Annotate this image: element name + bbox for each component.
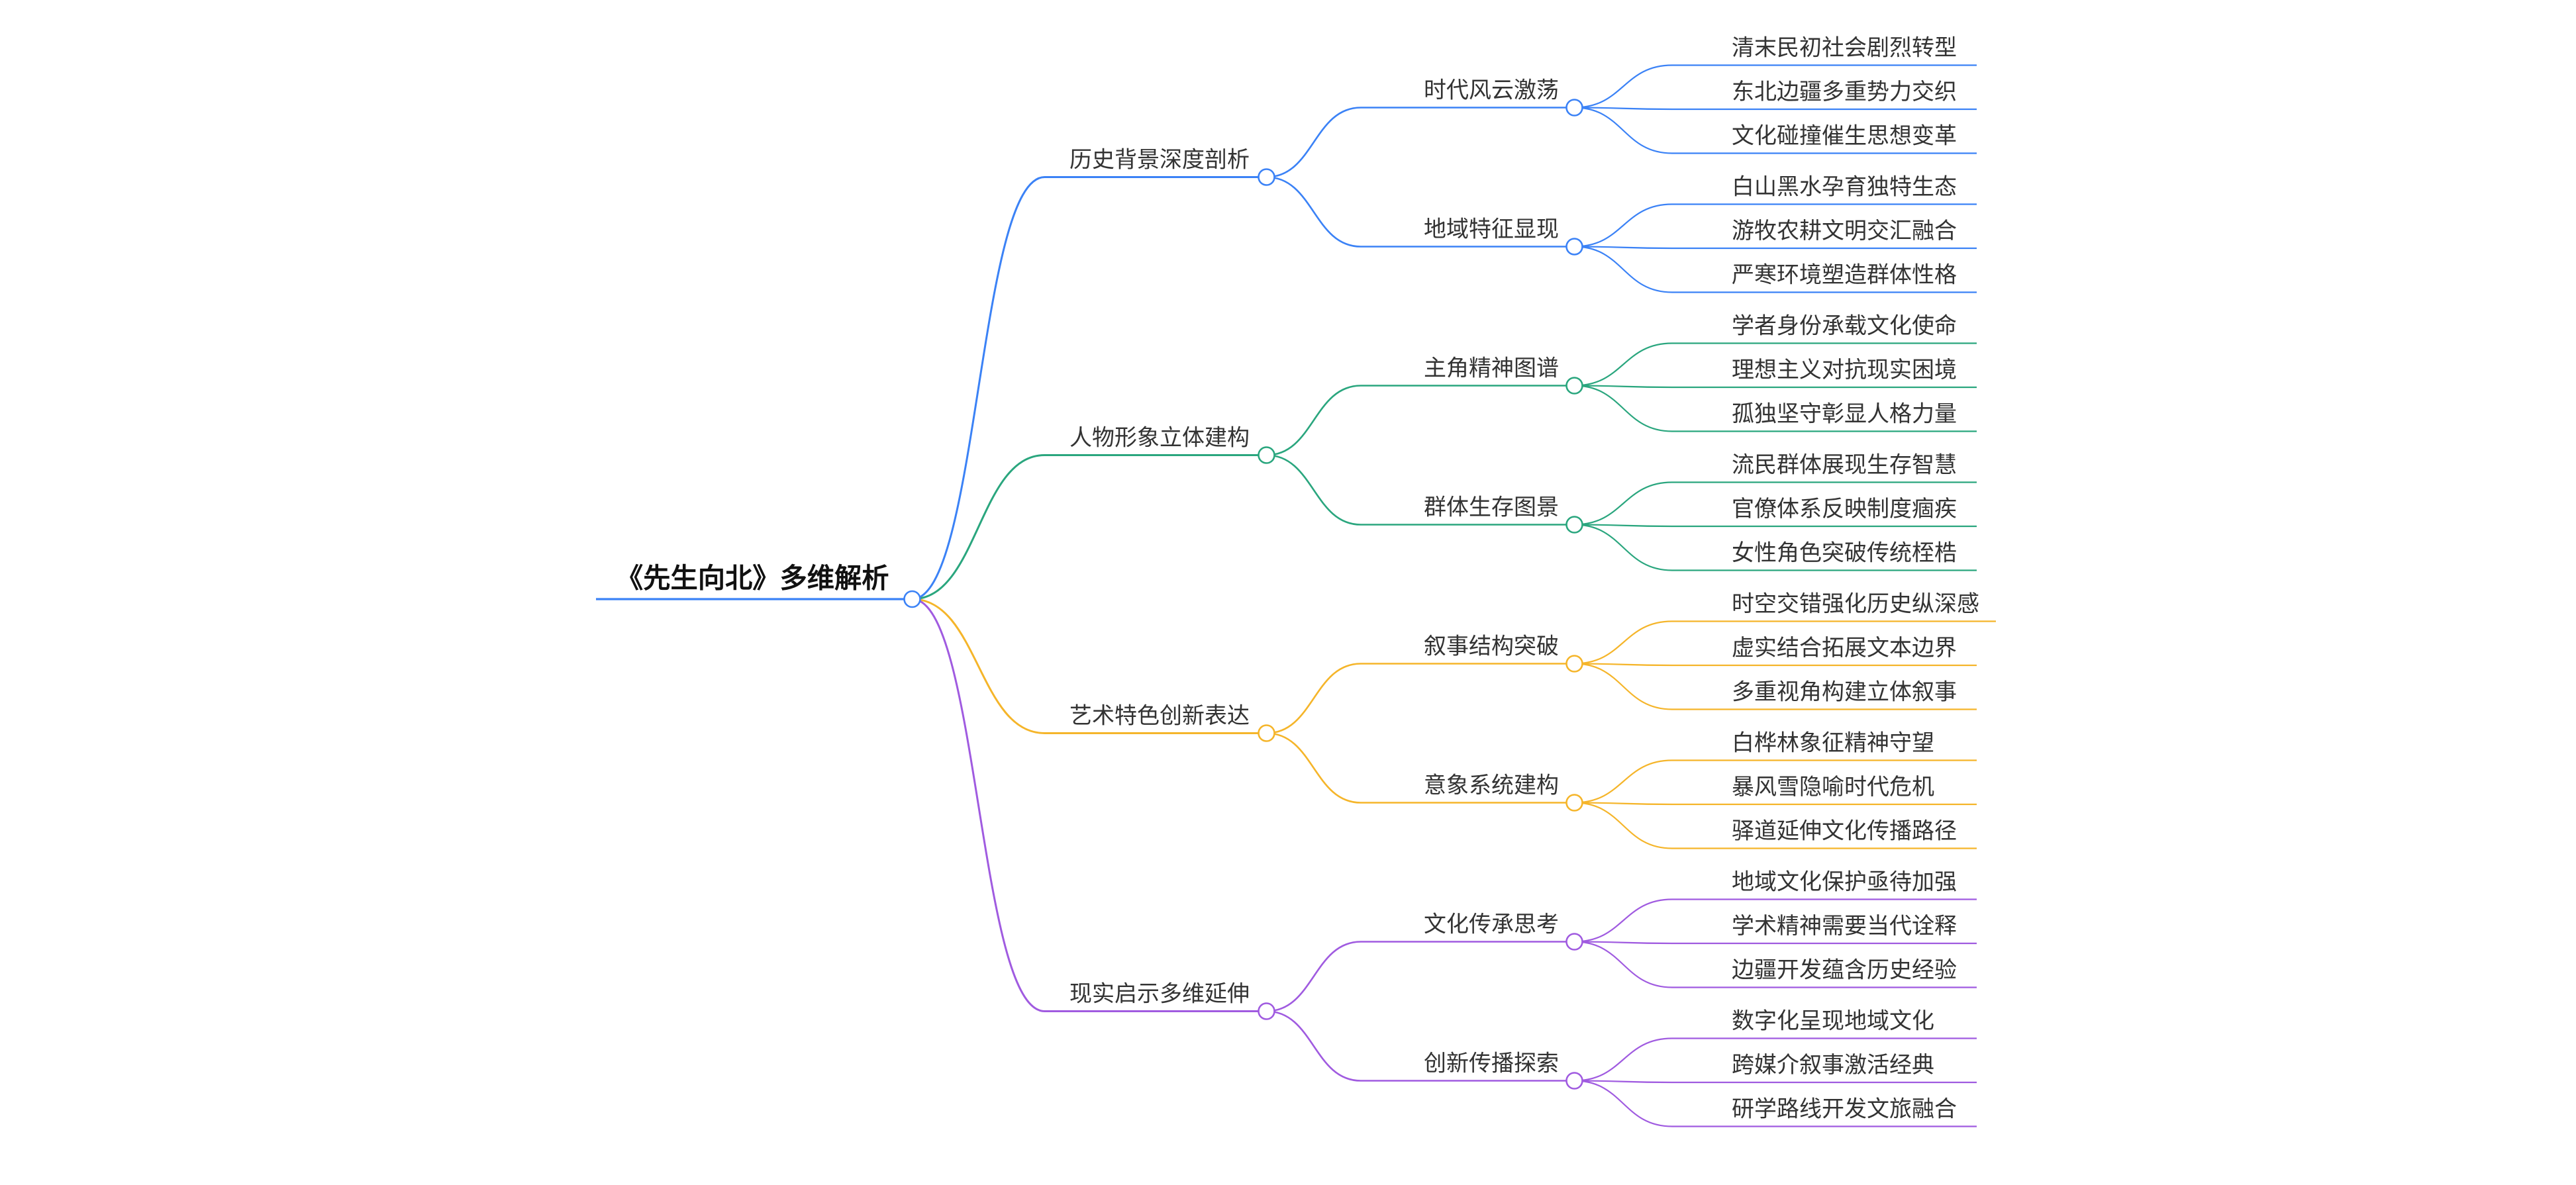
leaf-connector <box>1574 481 1673 526</box>
leaf-label: 官僚体系反映制度痼疾 <box>1732 496 1957 522</box>
leaf-connector <box>1574 663 1673 667</box>
root-toggle-circle[interactable] <box>903 590 921 608</box>
branch-connector <box>912 598 1045 734</box>
subtopic-toggle-circle[interactable] <box>1565 794 1583 812</box>
leaf-connector <box>1574 1080 1673 1084</box>
leaf-label: 跨媒介叙事激活经典 <box>1732 1052 1934 1078</box>
leaf-connector <box>1574 524 1673 528</box>
connector-lines <box>912 64 1673 1127</box>
subtopic-connector <box>1266 176 1362 248</box>
subtopic-label: 文化传承思考 <box>1424 912 1559 938</box>
leaf-connector <box>1574 759 1673 804</box>
subtopic-label: 时代风云激荡 <box>1424 77 1559 104</box>
leaf-label: 理想主义对抗现实困境 <box>1732 357 1957 383</box>
leaf-connector <box>1574 107 1673 111</box>
subtopic-connector <box>1266 385 1362 456</box>
leaf-label: 多重视角构建立体叙事 <box>1732 679 1957 706</box>
leaf-connector <box>1574 1080 1673 1127</box>
leaf-label: 驿道延伸文化传播路径 <box>1732 818 1957 845</box>
leaf-label: 严寒环境塑造群体性格 <box>1732 262 1957 289</box>
subtopic-toggle-circle[interactable] <box>1565 655 1583 673</box>
leaf-label: 女性角色突破传统桎梏 <box>1732 540 1957 567</box>
subtopic-label: 主角精神图谱 <box>1424 356 1559 382</box>
leaf-label: 地域文化保护亟待加强 <box>1732 869 1957 896</box>
leaf-connector <box>1574 802 1673 806</box>
branch-toggle-circle[interactable] <box>1258 1002 1275 1020</box>
branch-connector <box>912 454 1045 600</box>
leaf-label: 学术精神需要当代诠释 <box>1732 913 1957 939</box>
leaf-connector <box>1574 385 1673 389</box>
subtopic-label: 群体生存图景 <box>1424 495 1559 521</box>
leaf-label: 研学路线开发文旅融合 <box>1732 1096 1957 1123</box>
leaf-connector <box>1574 64 1673 109</box>
branch-connector <box>912 598 1045 1012</box>
leaf-connector <box>1574 385 1673 432</box>
leaf-label: 白山黑水孕育独特生态 <box>1732 174 1957 201</box>
branch-label: 艺术特色创新表达 <box>1069 703 1250 730</box>
leaf-connector <box>1574 941 1673 988</box>
node-labels: 《先生向北》多维解析 历史背景深度剖析 时代风云激荡 清末民初社会剧烈转型东北边疆多重… <box>616 35 1979 1123</box>
leaf-label: 流民群体展现生存智慧 <box>1732 452 1957 479</box>
subtopic-toggle-circle[interactable] <box>1565 933 1583 951</box>
leaf-connector <box>1574 107 1673 154</box>
branch-label: 历史背景深度剖析 <box>1069 147 1250 173</box>
leaf-connector <box>1574 246 1673 293</box>
subtopic-toggle-circle[interactable] <box>1565 99 1583 117</box>
leaf-label: 时空交错强化历史纵深感 <box>1732 591 1979 618</box>
leaf-connector <box>1574 941 1673 945</box>
branch-connector <box>912 176 1045 600</box>
leaf-label: 清末民初社会剧烈转型 <box>1732 35 1957 62</box>
root-topic-label: 《先生向北》多维解析 <box>616 563 889 594</box>
subtopic-toggle-circle[interactable] <box>1565 238 1583 256</box>
subtopic-label: 创新传播探索 <box>1424 1051 1559 1077</box>
leaf-label: 孤独坚守彰显人格力量 <box>1732 401 1957 428</box>
leaf-connector <box>1574 620 1673 665</box>
branch-toggle-circle[interactable] <box>1258 446 1275 464</box>
subtopic-connector <box>1266 1010 1362 1082</box>
subtopic-label: 意象系统建构 <box>1424 773 1559 799</box>
subtopic-label: 叙事结构突破 <box>1424 634 1559 660</box>
leaf-connector <box>1574 203 1673 248</box>
node-underlines <box>596 64 1996 1127</box>
subtopic-toggle-circle[interactable] <box>1565 377 1583 395</box>
leaf-label: 游牧农耕文明交汇融合 <box>1732 218 1957 244</box>
leaf-connector <box>1574 898 1673 943</box>
leaf-label: 白桦林象征精神守望 <box>1732 730 1934 757</box>
leaf-connector <box>1574 1037 1673 1082</box>
leaf-connector <box>1574 246 1673 250</box>
leaf-label: 数字化呈现地域文化 <box>1732 1008 1934 1035</box>
leaf-label: 文化碰撞催生思想变革 <box>1732 123 1957 150</box>
subtopic-connector <box>1266 732 1362 804</box>
subtopic-label: 地域特征显现 <box>1424 216 1559 243</box>
branch-label: 现实启示多维延伸 <box>1069 981 1250 1008</box>
subtopic-connector <box>1266 941 1362 1012</box>
subtopic-connector <box>1266 663 1362 734</box>
leaf-connector <box>1574 802 1673 849</box>
subtopic-toggle-circle[interactable] <box>1565 1072 1583 1090</box>
leaf-label: 东北边疆多重势力交织 <box>1732 79 1957 105</box>
leaf-connector <box>1574 524 1673 571</box>
leaf-label: 边疆开发蕴含历史经验 <box>1732 957 1957 984</box>
leaf-connector <box>1574 663 1673 710</box>
subtopic-toggle-circle[interactable] <box>1565 516 1583 534</box>
leaf-connector <box>1574 342 1673 387</box>
branch-toggle-circle[interactable] <box>1258 724 1275 742</box>
leaf-label: 暴风雪隐喻时代危机 <box>1732 774 1934 800</box>
leaf-label: 学者身份承载文化使命 <box>1732 313 1957 340</box>
subtopic-connector <box>1266 107 1362 178</box>
subtopic-connector <box>1266 454 1362 526</box>
leaf-label: 虚实结合拓展文本边界 <box>1732 635 1957 661</box>
expand-collapse-circles <box>903 99 1583 1090</box>
branch-toggle-circle[interactable] <box>1258 168 1275 186</box>
branch-label: 人物形象立体建构 <box>1069 425 1250 451</box>
